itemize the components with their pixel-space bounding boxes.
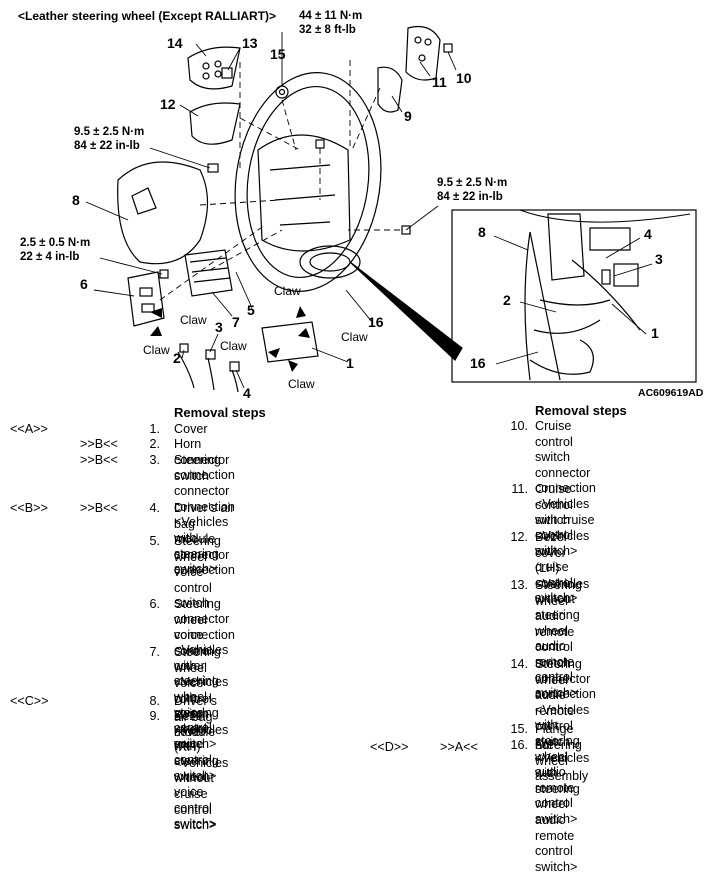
- voice-control-switch: [184, 249, 233, 297]
- callout-7: 7: [232, 314, 240, 330]
- callout-12: 12: [160, 96, 176, 112]
- detail-callout-3: 3: [655, 251, 663, 267]
- torque-left-bolt-inlb: 84 ± 22 in-lb: [74, 140, 140, 152]
- cruise-control-switch: [405, 25, 441, 81]
- claw-label: Claw: [143, 343, 170, 357]
- cover: [261, 321, 319, 363]
- callout-9: 9: [404, 108, 412, 124]
- torque-flange-nut-ftlb: 32 ± 8 ft-lb: [299, 24, 356, 36]
- service-mark: <<C>>: [10, 694, 49, 708]
- callout-8: 8: [72, 192, 80, 208]
- removal-steps-heading-right: Removal steps: [535, 403, 627, 418]
- detail-callout-8: 8: [478, 224, 486, 240]
- figure-id: AC609619AD: [638, 387, 704, 399]
- claw-label: Claw: [220, 339, 247, 353]
- service-mark: <<B>>: [10, 501, 48, 515]
- voice-control-cover: [127, 271, 165, 327]
- exploded-view-drawing: [85, 25, 697, 393]
- callout-14: 14: [167, 35, 183, 51]
- callout-1: 1: [346, 355, 354, 371]
- detail-callout-1: 1: [651, 325, 659, 341]
- callout-13: 13: [242, 35, 258, 51]
- callout-3: 3: [215, 319, 223, 335]
- service-mark: >>B<<: [80, 453, 118, 467]
- callout-10: 10: [456, 70, 472, 86]
- service-mark: <<D>>: [370, 740, 409, 754]
- torque-small-screw-nm: 2.5 ± 0.5 N·m: [20, 237, 91, 249]
- callout-16: 16: [368, 314, 384, 330]
- detail-callout-2: 2: [503, 292, 511, 308]
- torque-right-bolt-nm: 9.5 ± 2.5 N·m: [437, 177, 508, 189]
- service-mark: <<A>>: [10, 422, 48, 436]
- steering-wheel-rim: [234, 72, 382, 292]
- air-bag-module: [117, 161, 209, 265]
- torque-right-bolt-inlb: 84 ± 22 in-lb: [437, 191, 503, 203]
- claw-label: Claw: [341, 330, 368, 344]
- callout-2: 2: [173, 350, 181, 366]
- torque-flange-nut-nm: 44 ± 11 N·m: [299, 10, 363, 22]
- service-mark: >>A<<: [440, 740, 478, 754]
- claw-label: Claw: [288, 377, 315, 391]
- detail-callout-4: 4: [644, 226, 652, 242]
- claw-label: Claw: [180, 313, 207, 327]
- bezel-cover-lh: [189, 102, 241, 145]
- callout-15: 15: [270, 46, 286, 62]
- claw-label: Claw: [274, 284, 301, 298]
- service-mark: >>B<<: [80, 437, 118, 451]
- torque-left-bolt-nm: 9.5 ± 2.5 N·m: [74, 126, 145, 138]
- detail-view-frame: [451, 209, 697, 383]
- callout-11: 11: [432, 74, 447, 90]
- callout-5: 5: [247, 302, 255, 318]
- torque-small-screw-inlb: 22 ± 4 in-lb: [20, 251, 80, 263]
- service-mark: >>B<<: [80, 501, 118, 515]
- removal-steps-heading-left: Removal steps: [174, 405, 266, 420]
- diagram-title: <Leather steering wheel (Except RALLIART…: [18, 9, 277, 23]
- callout-6: 6: [80, 276, 88, 292]
- callout-4: 4: [243, 385, 251, 401]
- steering-wheel-hub: [257, 134, 351, 252]
- bezel-cover-rh: [377, 66, 403, 113]
- audio-remote-switch: [187, 46, 241, 90]
- flange-nut: [275, 85, 289, 99]
- detail-callout-16: 16: [470, 355, 486, 371]
